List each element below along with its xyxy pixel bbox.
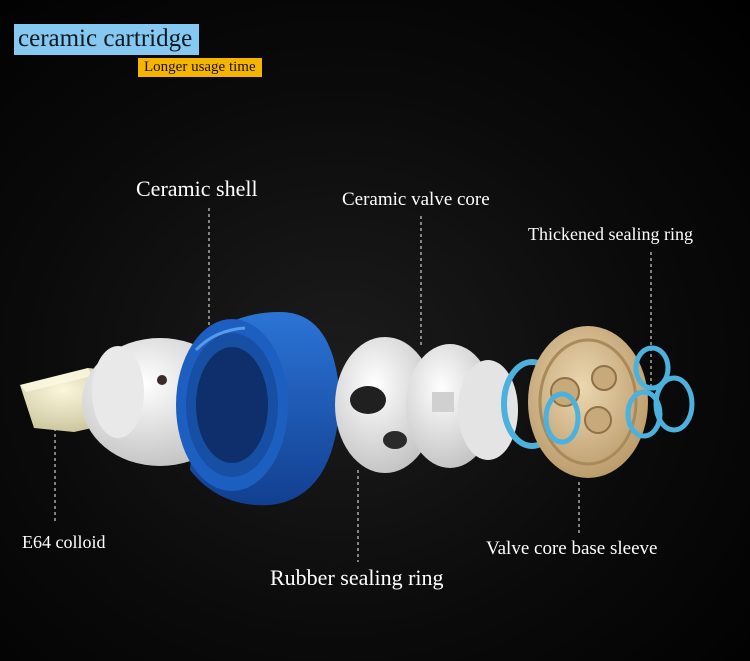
ceramic-valve-core-part (406, 344, 518, 468)
label-ceramic-valve-core: Ceramic valve core (342, 189, 490, 210)
ceramic-shell-part (176, 312, 340, 506)
label-thickened-sealing-ring: Thickened sealing ring (528, 224, 693, 244)
valve-core-base-sleeve-part (501, 326, 648, 478)
label-ceramic-shell: Ceramic shell (136, 176, 258, 201)
title-tag: ceramic cartridge (14, 24, 200, 55)
label-valve-core-base-sleeve: Valve core base sleeve (486, 538, 658, 559)
rubber-sealing-ring-part (335, 337, 435, 473)
thickened-sealing-ring-part (625, 345, 695, 439)
subtitle-tag: Longer usage time (138, 58, 262, 77)
label-rubber-sealing-ring: Rubber sealing ring (270, 565, 444, 590)
label-e64-colloid: E64 colloid (22, 532, 106, 552)
